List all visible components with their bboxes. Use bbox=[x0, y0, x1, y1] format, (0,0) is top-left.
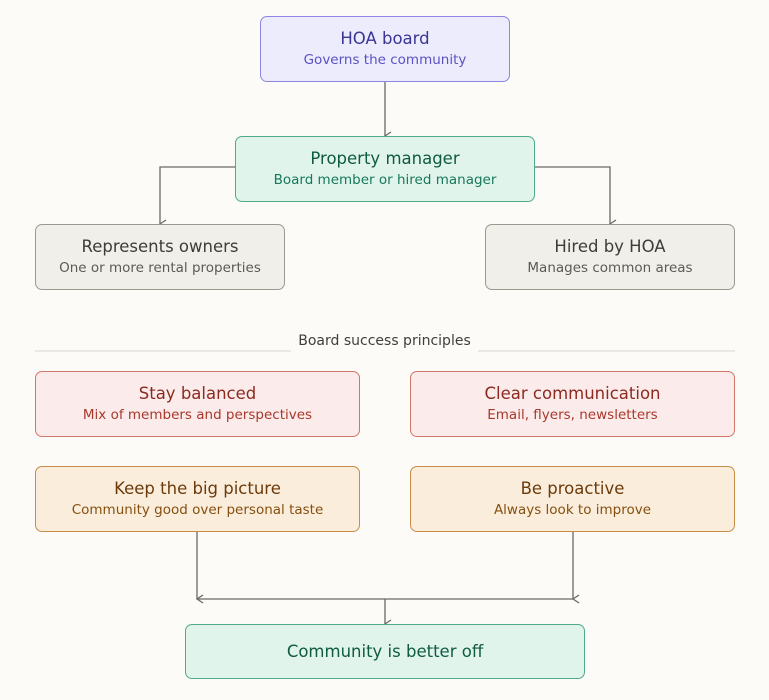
node-hoa-board: HOA board Governs the community bbox=[260, 16, 510, 82]
node-title: Be proactive bbox=[520, 479, 625, 498]
node-hired-by-hoa: Hired by HOA Manages common areas bbox=[485, 224, 735, 290]
node-big-picture: Keep the big picture Community good over… bbox=[35, 466, 360, 532]
section-heading: Board success principles bbox=[0, 331, 769, 351]
node-represents-owners: Represents owners One or more rental pro… bbox=[35, 224, 285, 290]
node-title: Hired by HOA bbox=[554, 237, 666, 256]
node-subtitle: Governs the community bbox=[303, 52, 467, 68]
node-stay-balanced: Stay balanced Mix of members and perspec… bbox=[35, 371, 360, 437]
node-be-proactive: Be proactive Always look to improve bbox=[410, 466, 735, 532]
node-title: Clear communication bbox=[484, 384, 661, 403]
node-subtitle: Community good over personal taste bbox=[71, 502, 324, 518]
node-outcome: Community is better off bbox=[185, 624, 585, 679]
node-subtitle: Manages common areas bbox=[527, 260, 693, 276]
node-title: Community is better off bbox=[286, 641, 484, 661]
node-subtitle: Email, flyers, newsletters bbox=[487, 407, 658, 423]
node-subtitle: Board member or hired manager bbox=[273, 172, 497, 188]
node-title: HOA board bbox=[340, 29, 430, 48]
arrow-manager-to-owners bbox=[158, 166, 235, 229]
node-clear-communication: Clear communication Email, flyers, newsl… bbox=[410, 371, 735, 437]
node-title: Keep the big picture bbox=[114, 479, 281, 498]
node-title: Property manager bbox=[310, 149, 460, 168]
node-title: Stay balanced bbox=[138, 384, 257, 403]
node-subtitle: Mix of members and perspectives bbox=[82, 407, 313, 423]
arrow-manager-to-hired bbox=[535, 166, 617, 229]
node-subtitle: Always look to improve bbox=[493, 502, 652, 518]
node-title: Represents owners bbox=[81, 237, 239, 256]
node-subtitle: One or more rental properties bbox=[59, 260, 261, 276]
section-heading-text: Board success principles bbox=[292, 333, 477, 349]
node-property-manager: Property manager Board member or hired m… bbox=[235, 136, 535, 202]
